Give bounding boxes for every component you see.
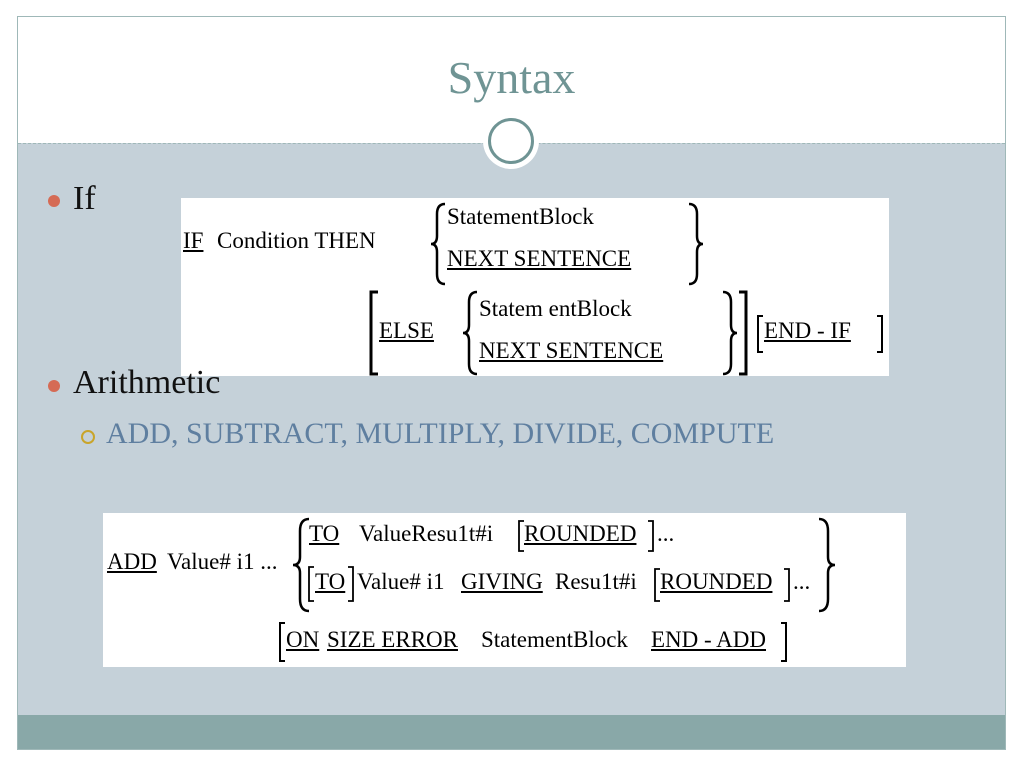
kw-else: ELSE: [379, 318, 434, 343]
kw-add: ADD: [107, 549, 157, 574]
on-error-bracket-right: [781, 622, 787, 662]
to-bracket-left: [308, 566, 314, 602]
add-brace-right: [818, 517, 836, 613]
on-error-statementblock: StatementBlock: [481, 627, 628, 652]
rounded2-bracket-left: [654, 568, 660, 602]
rounded-ellipsis: ...: [657, 521, 675, 546]
add-value-result: ValueResu1t#i: [359, 521, 494, 546]
bullet-dot-arithmetic: [48, 380, 60, 392]
add-brace-left: [292, 517, 310, 613]
add-result: Resu1t#i: [555, 569, 637, 594]
else-option-next-sentence: NEXT SENTENCE: [479, 338, 664, 363]
else-bracket-left: [369, 290, 378, 376]
end-if: END - IF: [764, 318, 851, 343]
rounded2-option: ROUNDED: [660, 569, 773, 594]
rounded-bracket-left: [518, 520, 524, 552]
arithmetic-verbs: ADD, SUBTRACT, MULTIPLY, DIVIDE, COMPUTE: [106, 417, 775, 450]
kw-giving: GIVING: [461, 569, 543, 594]
if-brace-left: [430, 202, 446, 286]
kw-to: TO: [309, 521, 340, 546]
end-add: END - ADD: [651, 627, 766, 652]
add-value1: Value# i1 ...: [167, 549, 278, 574]
kw-on: ON: [286, 627, 320, 652]
to-bracket-right: [348, 566, 354, 602]
kw-if: IF: [183, 228, 204, 253]
else-option-statementblock: Statem entBlock: [479, 296, 632, 321]
if-option-statementblock: StatementBlock: [447, 204, 594, 229]
endif-bracket-right: [877, 315, 883, 353]
add-syntax-diagram: ADD Value# i1 ... TO ValueResu1t#i ROUND…: [103, 513, 906, 667]
title-ornament-circle: [488, 118, 534, 164]
add-value2: Value# i1: [357, 569, 445, 594]
rounded-bracket-right: [648, 520, 654, 552]
slide-footer-band: [18, 715, 1005, 749]
bullet-arithmetic: Arithmetic: [73, 364, 221, 401]
else-brace-right: [722, 290, 738, 376]
kw-to-optional: TO: [315, 569, 346, 594]
kw-size-error: SIZE ERROR: [327, 627, 458, 652]
else-brace-left: [462, 290, 478, 376]
if-syntax-diagram: IF Condition THEN StatementBlock NEXT SE…: [181, 198, 889, 376]
slide: Syntax If IF Condition THEN StatementBlo…: [17, 16, 1006, 750]
sub-bullet-ring: [81, 430, 95, 444]
endif-bracket-left: [757, 315, 763, 353]
rounded2-ellipsis: ...: [793, 569, 811, 594]
if-condition-then: Condition THEN: [217, 228, 376, 253]
bullet-if: If: [73, 180, 96, 217]
else-bracket-right: [739, 290, 748, 376]
on-error-bracket-left: [279, 622, 285, 662]
slide-title: Syntax: [447, 52, 576, 103]
if-brace-right: [688, 202, 704, 286]
if-option-next-sentence: NEXT SENTENCE: [447, 246, 632, 271]
rounded2-bracket-right: [784, 568, 790, 602]
bullet-dot-if: [48, 195, 60, 207]
rounded-option: ROUNDED: [524, 521, 637, 546]
